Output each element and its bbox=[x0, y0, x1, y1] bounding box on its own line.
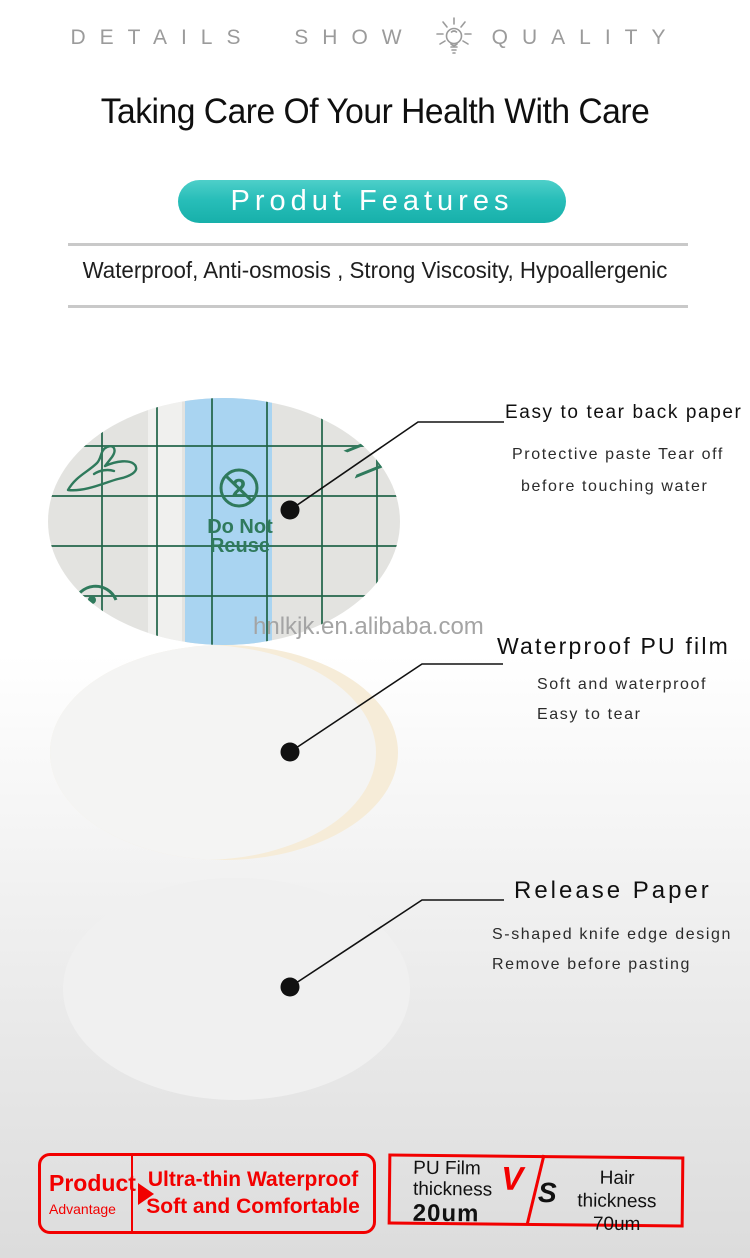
vs-letter-v: V bbox=[500, 1159, 524, 1197]
callout-title-back-paper: Easy to tear back paper bbox=[505, 402, 743, 423]
callout-title-release-paper: Release Paper bbox=[514, 877, 712, 904]
film-photo-release-paper bbox=[63, 878, 410, 1100]
hair-thickness-value: 70um bbox=[592, 1213, 641, 1235]
pu-film-value: 20um bbox=[412, 1199, 480, 1228]
lightbulb-icon bbox=[435, 17, 472, 54]
arrow-right-icon bbox=[138, 1182, 154, 1205]
pu-film-line2: thickness bbox=[412, 1178, 493, 1201]
header-text-right: QUALITY bbox=[491, 26, 680, 49]
advantage-value: Ultra-thin Waterproof Soft and Comfortab… bbox=[133, 1156, 373, 1231]
callout-sub: Soft and waterproof bbox=[537, 676, 708, 693]
pu-film-thickness: PU Film thickness 20um bbox=[412, 1157, 493, 1228]
arc-pictogram bbox=[72, 584, 118, 605]
advantage-label: Product Advantage bbox=[41, 1156, 136, 1231]
advantage-label-line1: Product bbox=[49, 1170, 136, 1197]
callout-sub: Easy to tear bbox=[537, 706, 642, 723]
advantage-value-line2: Soft and Comfortable bbox=[146, 1194, 360, 1218]
callout-sub: Remove before pasting bbox=[492, 956, 692, 973]
callout-sub: Protective paste Tear off bbox=[512, 446, 724, 463]
callout-sub: S-shaped knife edge design bbox=[492, 926, 732, 943]
hand-icon bbox=[66, 445, 138, 492]
header-banner: DETAILS SHOW QUALITY bbox=[0, 17, 750, 58]
no-reuse-icon: 2 bbox=[219, 468, 259, 508]
features-badge: Produt Features bbox=[178, 180, 566, 223]
product-advantage-box: Product Advantage Ultra-thin Waterproof … bbox=[38, 1153, 376, 1234]
watermark-text: hnlkjk.en.alibaba.com bbox=[253, 613, 484, 640]
hair-thickness: Hair thickness 70um bbox=[561, 1167, 674, 1237]
film-photo-pu-film bbox=[50, 645, 398, 860]
page-title: Taking Care Of Your Health With Care bbox=[100, 92, 650, 131]
reuse-line: Reuse bbox=[209, 535, 271, 557]
film-photo-back-paper: 2 Do Not Reuse bbox=[48, 398, 400, 645]
pu-film-surface bbox=[50, 645, 376, 860]
header-text-left: DETAILS SHOW bbox=[70, 26, 416, 49]
divider-bottom bbox=[68, 305, 688, 308]
vs-letter-s: S bbox=[537, 1177, 557, 1209]
pu-film-line1: PU Film bbox=[413, 1157, 481, 1180]
do-not-line: Do Not bbox=[207, 516, 273, 538]
do-not-reuse-label: Do Not Reuse bbox=[185, 516, 295, 557]
callout-title-pu-film: Waterproof PU film bbox=[497, 633, 731, 659]
callout-sub: before touching water bbox=[521, 478, 709, 495]
thickness-comparison-box: PU Film thickness 20um V S Hair thicknes… bbox=[387, 1153, 685, 1235]
advantage-value-line1: Ultra-thin Waterproof bbox=[147, 1168, 359, 1192]
advantage-label-line2: Advantage bbox=[49, 1200, 116, 1217]
divider-top bbox=[68, 243, 688, 246]
feature-tagline: Waterproof, Anti-osmosis , Strong Viscos… bbox=[82, 257, 668, 283]
hair-thickness-line1: Hair thickness bbox=[577, 1167, 657, 1213]
